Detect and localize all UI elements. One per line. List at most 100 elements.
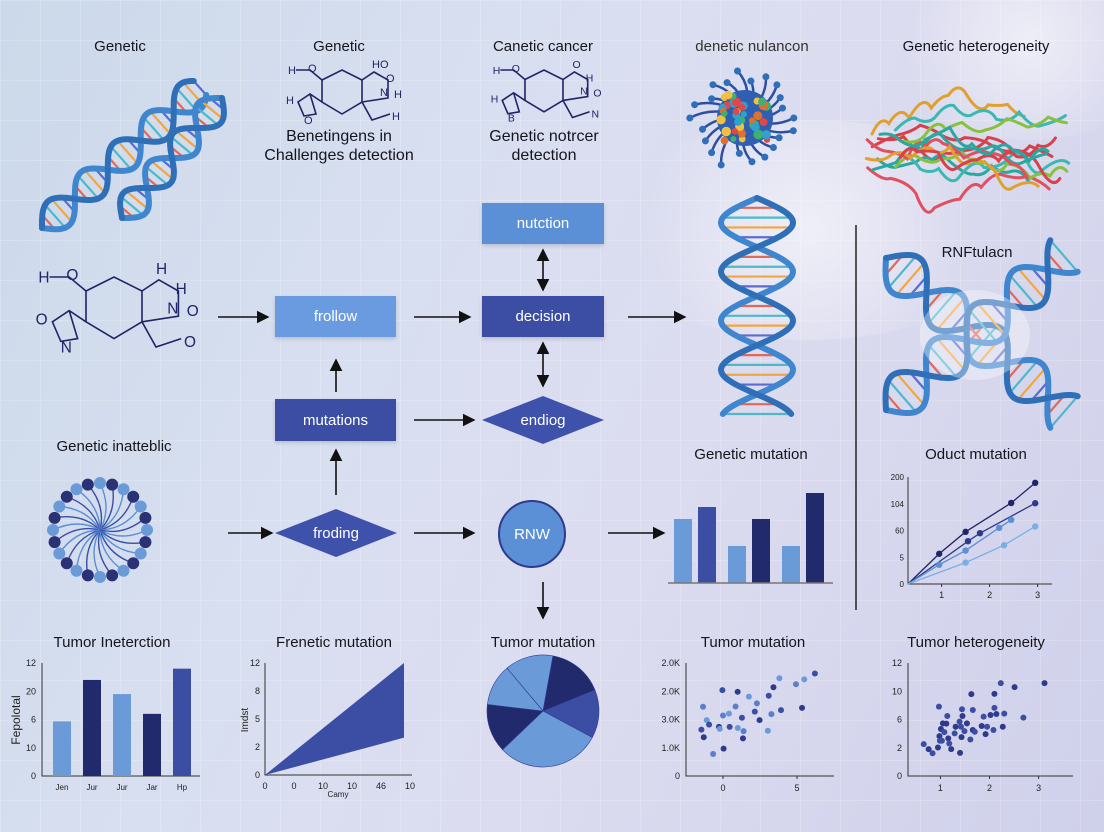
pie-slice (487, 667, 544, 712)
atom-label: O (184, 334, 196, 351)
bond (141, 321, 182, 348)
ligand-head (708, 95, 716, 103)
data-point (993, 710, 1000, 717)
ligand-head (708, 149, 716, 157)
node-frollow[interactable]: frollow (275, 296, 396, 337)
dna-strand (717, 195, 797, 417)
node-rnw[interactable]: RNW (498, 500, 566, 568)
atom-label: H (394, 89, 402, 101)
x-tick-label: 0 (720, 783, 725, 793)
y-tick-label: 12 (250, 658, 260, 668)
ligand-head (769, 143, 777, 151)
network-node (127, 490, 140, 503)
y-tick-label: 2.0K (661, 658, 680, 668)
network-node (60, 490, 73, 503)
data-point (770, 684, 777, 691)
data-point (738, 714, 745, 721)
data-point (935, 703, 942, 710)
x-tick-label: Jen (56, 783, 69, 792)
ligand-head (701, 137, 709, 145)
node-endiog[interactable]: endiog (482, 396, 604, 444)
base-pair (44, 204, 67, 229)
ligand-head (748, 158, 756, 166)
data-point (945, 735, 952, 742)
bar (83, 679, 101, 776)
data-point (991, 690, 998, 697)
network-node (48, 536, 61, 549)
data-point (1008, 516, 1015, 523)
dna-helix-icon (117, 95, 227, 221)
atom-label: H (586, 73, 594, 84)
x-tick-label: 10 (405, 781, 415, 791)
data-point (765, 692, 772, 699)
data-point (703, 717, 710, 724)
ring-bond (562, 70, 589, 102)
bar (53, 721, 71, 776)
data-point (962, 528, 969, 536)
data-point (706, 721, 713, 728)
data-point (751, 708, 758, 715)
area-fill (265, 663, 404, 775)
caption-line: Genetic notrcer (489, 128, 599, 145)
network-node (70, 564, 83, 577)
data-point (732, 703, 739, 710)
y-tick-label: 6 (31, 715, 36, 725)
chart-tumor-mutation-pie (486, 654, 600, 768)
data-point (999, 723, 1006, 730)
ligand-head (691, 101, 699, 109)
data-point (1000, 542, 1008, 549)
ligand-head (733, 67, 741, 75)
base-pair (976, 302, 1006, 336)
network-node (106, 478, 119, 491)
bar (698, 507, 716, 583)
base-pair (200, 100, 224, 120)
bond (296, 69, 323, 81)
data-point (778, 707, 785, 714)
base-pair (1049, 395, 1079, 429)
axis-line (685, 663, 834, 777)
data-point (811, 670, 818, 677)
data-point (958, 723, 965, 730)
data-point (962, 559, 969, 566)
data-point (936, 733, 943, 740)
bond (361, 101, 391, 121)
ligand-head (761, 153, 769, 161)
diamond-shape (275, 509, 397, 557)
atom-label: O (573, 60, 581, 71)
base-pair (150, 160, 174, 180)
ligand-head (779, 104, 787, 112)
x-tick-label: 0 (262, 781, 267, 791)
particle-atom (751, 122, 760, 132)
data-point (959, 713, 966, 720)
atom-label: N (580, 87, 588, 98)
x-tick-label: 3 (1035, 590, 1040, 600)
y-tick-label: 6 (897, 715, 902, 725)
data-point (967, 736, 974, 743)
x-tick-label: 2 (987, 783, 992, 793)
particle-atom (753, 111, 763, 121)
node-label: froding (313, 524, 359, 542)
protein-ribbon (878, 125, 1050, 164)
x-tick-label: 5 (794, 783, 799, 793)
dna-strand (39, 78, 197, 231)
protein-ribbon (898, 136, 1057, 172)
base-pair (195, 106, 219, 126)
data-point (734, 724, 741, 731)
network-node (94, 571, 106, 583)
data-point (936, 550, 943, 557)
node-decision[interactable]: decision (482, 296, 604, 337)
node-mutations[interactable]: mutations (275, 399, 396, 441)
data-point (734, 688, 741, 695)
data-point (961, 728, 968, 735)
chart-title: Frenetic mutation (276, 634, 392, 651)
particle-atom (723, 90, 733, 100)
series-line (907, 519, 1012, 585)
particle-atom (731, 97, 742, 107)
ligand-head (773, 81, 781, 89)
base-pair (887, 255, 917, 289)
node-nutction[interactable]: nutction (482, 203, 604, 244)
node-froding[interactable]: froding (275, 509, 397, 557)
protein-ribbon (876, 153, 1031, 184)
bar (113, 694, 131, 776)
